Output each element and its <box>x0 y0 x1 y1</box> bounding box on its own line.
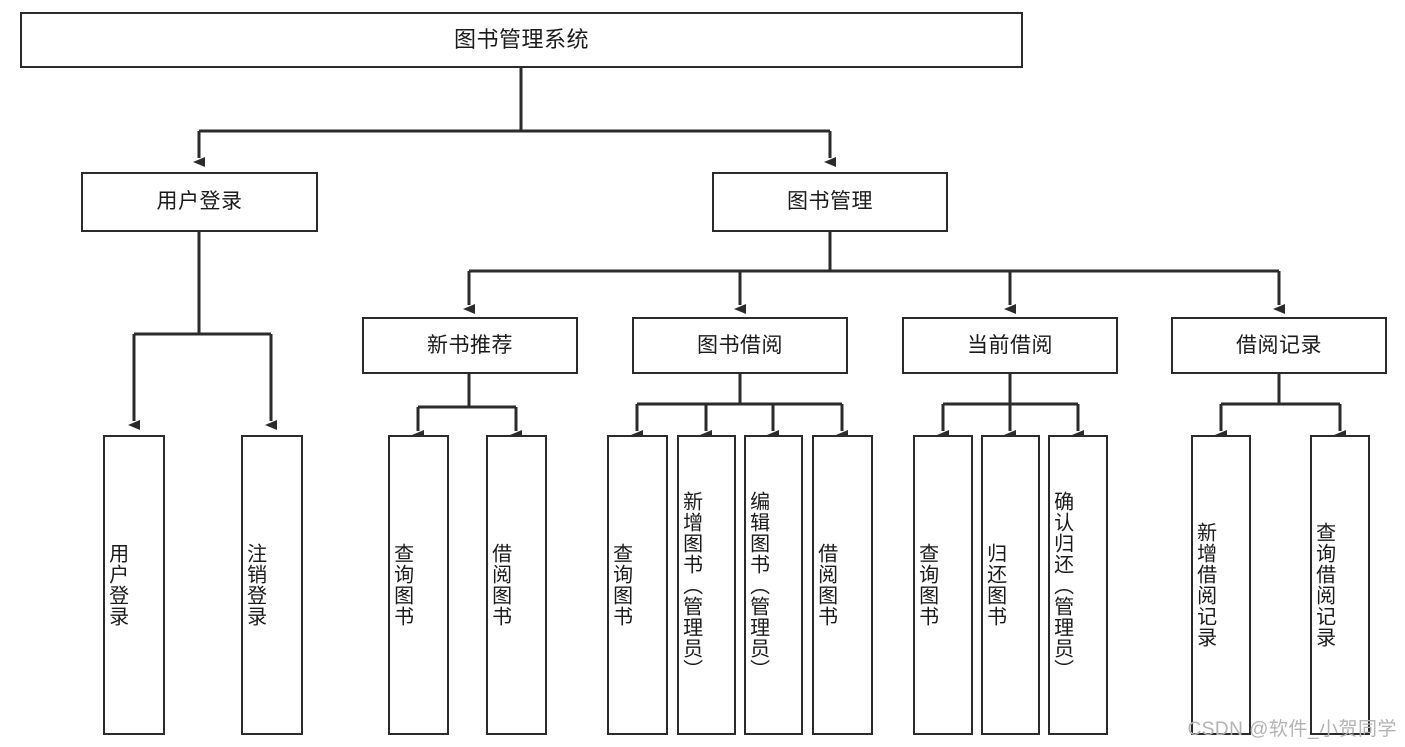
node-label: 图书管理 <box>787 190 873 214</box>
leaf-recommend-borrow-book[interactable]: 借阅图书 <box>486 435 547 735</box>
node-label: 编辑图书（管理员） <box>746 490 769 680</box>
leaf-current-query-book[interactable]: 查询图书 <box>913 435 973 735</box>
node-label: 新书推荐 <box>427 333 513 357</box>
node-label: 查询借阅记录 <box>1312 522 1335 648</box>
node-label: 当前借阅 <box>967 333 1053 357</box>
leaf-user-login-login[interactable]: 用户登录 <box>103 435 165 735</box>
node-book-borrow[interactable]: 图书借阅 <box>632 317 848 374</box>
leaf-user-login-logout[interactable]: 注销登录 <box>241 435 303 735</box>
node-label: 新增借阅记录 <box>1193 522 1216 648</box>
node-label: 借阅记录 <box>1236 333 1322 357</box>
leaf-borrow-borrow-book[interactable]: 借阅图书 <box>812 435 873 735</box>
leaf-borrow-edit-book-admin[interactable]: 编辑图书（管理员） <box>744 435 803 735</box>
node-label: 新增图书（管理员） <box>679 490 702 680</box>
leaf-record-query-record[interactable]: 查询借阅记录 <box>1310 435 1370 735</box>
node-root-system[interactable]: 图书管理系统 <box>20 12 1023 68</box>
node-label: 借阅图书 <box>814 543 837 627</box>
node-borrow-record[interactable]: 借阅记录 <box>1171 317 1387 374</box>
node-label: 归还图书 <box>983 543 1006 627</box>
node-label: 确认归还（管理员） <box>1050 490 1073 680</box>
node-label: 图书管理系统 <box>453 26 589 52</box>
leaf-borrow-add-book-admin[interactable]: 新增图书（管理员） <box>677 435 736 735</box>
node-label: 用户登录 <box>156 190 243 214</box>
leaf-current-return-book[interactable]: 归还图书 <box>981 435 1040 735</box>
node-label: 查询图书 <box>609 543 632 627</box>
node-label: 查询图书 <box>390 543 413 627</box>
leaf-recommend-query-book[interactable]: 查询图书 <box>388 435 449 735</box>
node-label: 查询图书 <box>915 543 938 627</box>
node-book-management[interactable]: 图书管理 <box>712 172 948 232</box>
node-label: 图书借阅 <box>697 333 783 357</box>
node-current-borrow[interactable]: 当前借阅 <box>902 317 1118 374</box>
node-label: 用户登录 <box>105 543 128 627</box>
node-label: 借阅图书 <box>488 543 511 627</box>
watermark-text: CSDN @软件_小贺同学 <box>1187 719 1397 740</box>
node-user-login[interactable]: 用户登录 <box>81 172 318 232</box>
leaf-current-confirm-return-admin[interactable]: 确认归还（管理员） <box>1048 435 1108 735</box>
node-new-book-recommend[interactable]: 新书推荐 <box>362 317 578 374</box>
leaf-record-add-record[interactable]: 新增借阅记录 <box>1191 435 1251 735</box>
node-label: 注销登录 <box>243 543 266 627</box>
leaf-borrow-query-book[interactable]: 查询图书 <box>607 435 668 735</box>
